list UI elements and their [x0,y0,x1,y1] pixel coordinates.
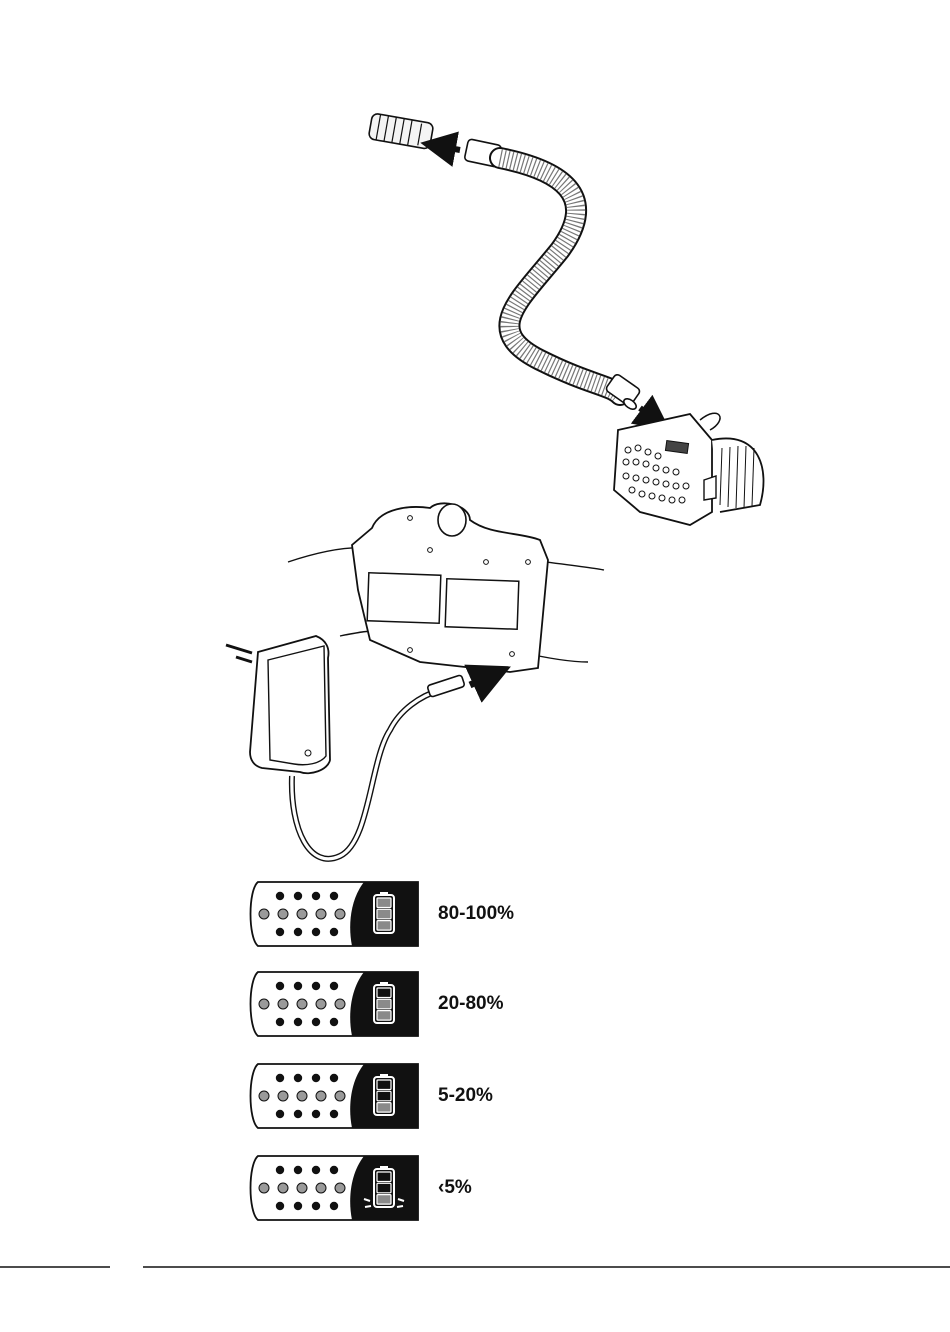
led-dot [294,892,302,900]
led-dot [276,928,284,936]
led-dot-grey [335,909,345,919]
led-dot [276,1202,284,1210]
corrugated-hose [500,158,620,395]
led-dot [276,1110,284,1118]
led-dot-grey [335,999,345,1009]
battery-cell [377,898,391,908]
battery-indicator-list [251,882,419,1220]
led-dot [312,1202,320,1210]
connect-arrow-top [438,146,460,150]
battery-cell [377,1172,391,1182]
led-dot [276,1166,284,1174]
led-dot-grey [335,1183,345,1193]
helmet-panel [288,503,604,672]
hose-coupling-piece [368,113,434,149]
led-dot-grey [316,909,326,919]
led-dot [312,982,320,990]
led-dot-grey [297,999,307,1009]
led-dot [330,982,338,990]
led-dot [330,1202,338,1210]
led-dot [330,1166,338,1174]
led-dot [294,928,302,936]
led-dot-grey [297,909,307,919]
battery-indicator-panel [251,1064,419,1128]
led-dot-grey [316,999,326,1009]
led-dot [276,982,284,990]
led-dot-grey [316,1183,326,1193]
battery-cell [377,909,391,919]
led-dot-grey [259,999,269,1009]
led-dot [312,892,320,900]
led-dot-grey [259,1183,269,1193]
blink-mark [365,1206,371,1207]
led-dot [294,1018,302,1026]
led-dot-grey [278,909,288,919]
led-dot-grey [259,1091,269,1101]
led-dot [312,1166,320,1174]
blink-mark [397,1206,403,1207]
led-dot [294,982,302,990]
led-dot [276,892,284,900]
led-dot-grey [297,1183,307,1193]
battery-cell [377,1103,391,1113]
led-dot [330,1110,338,1118]
led-dot [294,1202,302,1210]
battery-cell [377,1183,391,1193]
led-dot-grey [259,909,269,919]
led-dot [276,1018,284,1026]
connect-arrow-bottom [640,408,656,420]
led-dot [294,1110,302,1118]
led-dot-grey [278,1091,288,1101]
led-dot [330,892,338,900]
blower-unit [614,413,764,525]
battery-cell [377,999,391,1009]
led-dot [330,1074,338,1082]
battery-cell [377,1080,391,1090]
battery-indicator-panel [251,882,419,946]
battery-cell [377,988,391,998]
battery-charger [226,636,492,859]
battery-cell [377,1011,391,1021]
led-dot [312,1110,320,1118]
led-dot-grey [278,999,288,1009]
battery-cell [377,1195,391,1205]
battery-indicator-panel [251,1156,419,1220]
led-dot-grey [278,1183,288,1193]
battery-level-label: 80-100% [438,903,514,925]
hose-assembly [368,113,656,420]
led-dot [312,1018,320,1026]
led-dot [312,928,320,936]
battery-level-label: ‹5% [438,1177,472,1199]
led-dot-grey [297,1091,307,1101]
battery-level-label: 20-80% [438,993,504,1015]
led-dot [276,1074,284,1082]
led-dot-grey [316,1091,326,1101]
plug-arrow [470,675,492,685]
battery-indicator-panel [251,972,419,1036]
led-dot [330,1018,338,1026]
battery-cell [377,921,391,931]
led-dot-grey [335,1091,345,1101]
led-dot [294,1166,302,1174]
battery-cell [377,1091,391,1101]
charger-plug [427,675,465,698]
led-dot [294,1074,302,1082]
led-dot [330,928,338,936]
battery-level-label: 5-20% [438,1085,493,1107]
led-dot [312,1074,320,1082]
